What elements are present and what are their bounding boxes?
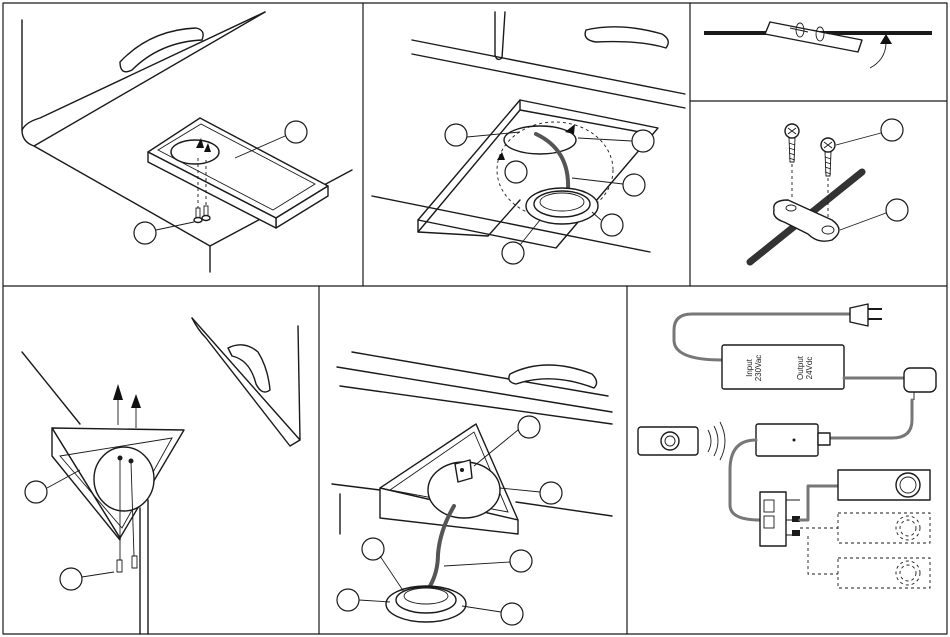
panel-right-screw-clip [750,119,908,262]
lamp-icon [800,470,930,520]
receiver-icon [756,424,830,456]
distributor-block [760,492,800,546]
panel-bottom-left-triangle-mount [22,318,300,634]
panel-top-left-screw-mount [22,12,352,272]
driver-output-value: 24Vdc [805,357,814,380]
lamp-icon [808,536,930,588]
remote-control-icon [638,422,725,460]
lamp-icon [800,513,930,543]
panel-top-right-cable-clip [704,22,932,68]
driver-input-label: Input [745,358,754,377]
callout-circle [285,121,307,143]
plug-icon [850,304,882,326]
callout-circle [134,222,156,244]
panel-bottom-middle-triangle-cable [332,352,612,625]
screw-icon [194,206,210,223]
panel-bottom-right-wiring: Input 230Vac Output 24Vdc [638,304,936,588]
driver-output-label: Output [796,355,805,380]
panel-grid [3,3,947,634]
panel-top-middle-cable-routing [372,12,685,264]
driver-input-value: 230Vac [754,355,763,382]
sensor-icon [904,368,936,400]
screw-icon [785,124,835,176]
led-driver: Input 230Vac Output 24Vdc [722,345,844,389]
